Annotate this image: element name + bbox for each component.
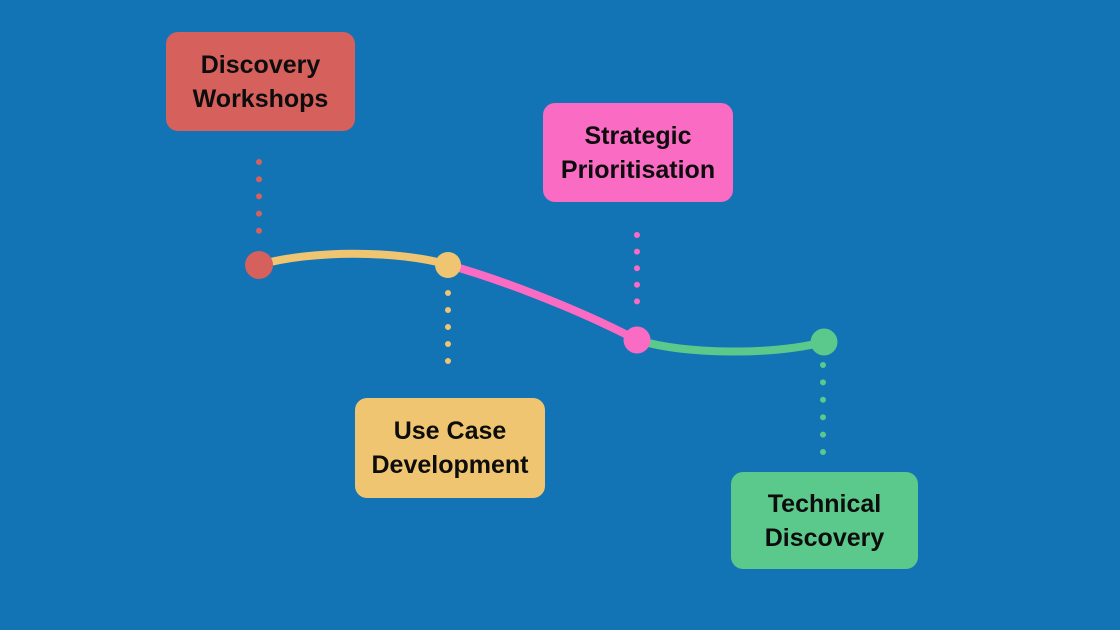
stage-label-line: Strategic [584, 121, 692, 150]
timeline-node-technical-discovery [810, 328, 838, 356]
stage-label-line: Technical [767, 489, 882, 518]
stage-label-box-strategic-prioritisation: Strategic Prioritisation [543, 103, 733, 202]
stage-label-line: Prioritisation [560, 155, 716, 184]
stage-label-box-technical-discovery: Technical Discovery [731, 472, 918, 569]
timeline-node-use-case-development [435, 252, 461, 278]
curve-segment-1 [255, 249, 453, 269]
timeline-node-strategic-prioritisation [623, 326, 651, 354]
curve-segment-3 [633, 336, 828, 356]
stage-label-line: Discovery [200, 50, 321, 79]
stage-label-line: Development [371, 451, 529, 479]
stage-label-line: Discovery [764, 523, 885, 552]
stage-label-box-discovery-workshops: Discovery Workshops [166, 32, 355, 131]
stage-label-line: Workshops [192, 84, 329, 113]
stage-label-box-use-case-development: Use Case Development [355, 398, 545, 498]
timeline-node-discovery-workshops [245, 251, 273, 279]
curve-segment-2 [445, 261, 641, 344]
stage-label-line: Use Case [393, 417, 507, 445]
